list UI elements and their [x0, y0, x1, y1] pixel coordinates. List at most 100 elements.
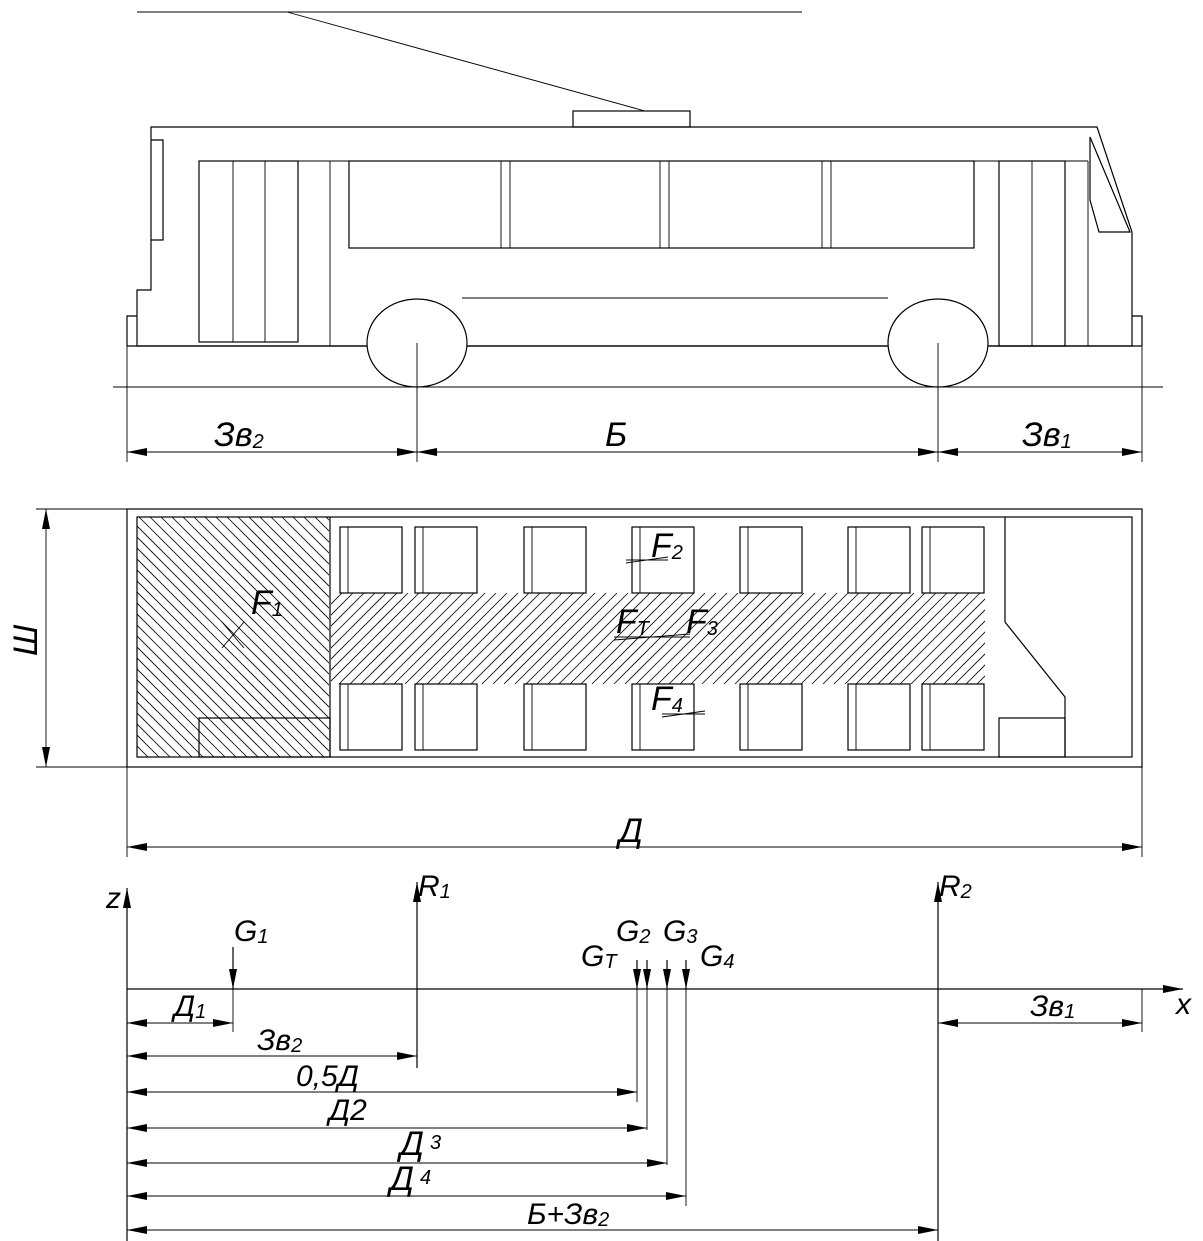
hatch-line [624, 593, 717, 684]
hatch-line [712, 593, 805, 684]
hatch-line [137, 547, 329, 741]
label-ft: FT [616, 603, 651, 641]
hatch-line [899, 593, 985, 684]
hatch-line [690, 593, 783, 684]
floor-outline-inner [136, 516, 1133, 758]
driver-box [998, 717, 1066, 758]
hatch-line [437, 593, 530, 684]
hatch-line [943, 593, 985, 684]
hatch-line [281, 517, 329, 565]
hatch-line [331, 593, 387, 684]
label-b-zv2: Б+Зв2 [527, 1198, 609, 1231]
hatch-line [137, 690, 204, 757]
label-length: Д [615, 812, 643, 850]
hatch-line [314, 517, 329, 532]
label-d2: Д2 [326, 1094, 367, 1127]
label-wheelbase: Б [605, 416, 627, 454]
hatch-line [657, 593, 750, 684]
seat [631, 683, 695, 751]
hatch-line [679, 593, 772, 684]
hatch-line [613, 593, 706, 684]
hatch-line [137, 679, 215, 757]
hatch-line [137, 558, 329, 752]
seat [739, 526, 803, 594]
label-front-overhang: Зв1 [1022, 416, 1072, 454]
seat [339, 683, 403, 751]
x-axis-label: x [1174, 988, 1192, 1021]
hatch-line [668, 593, 761, 684]
label-zv1: Зв1 [1030, 990, 1075, 1023]
label-g3: G3 [663, 915, 697, 948]
hatch-area-f1 [137, 517, 329, 757]
seat [921, 526, 985, 594]
seat [414, 526, 478, 594]
hatch-line [789, 593, 882, 684]
hatch-line [745, 593, 838, 684]
rear-window [151, 139, 164, 241]
hatch-line [137, 624, 270, 757]
label-f3: F3 [686, 603, 718, 641]
seats-top-row [339, 526, 985, 594]
hatch-line [635, 593, 728, 684]
hatch-line [149, 517, 329, 697]
hatch-line [844, 593, 937, 684]
hatch-line [767, 593, 860, 684]
hatch-line [723, 593, 816, 684]
hatch-line [877, 593, 970, 684]
label-g1: G1 [234, 915, 268, 948]
hatch-line [459, 593, 552, 684]
bus-body [136, 126, 1133, 347]
label-r2: R2 [939, 870, 972, 903]
windshield [1089, 136, 1131, 233]
seat [523, 683, 587, 751]
hatch-line [137, 525, 329, 719]
label-gt: GT [581, 940, 618, 973]
hatch-line [137, 613, 281, 757]
hatch-line [137, 701, 193, 757]
hatch-line [292, 517, 329, 554]
hatch-line [137, 668, 226, 757]
hatch-line [800, 593, 893, 684]
plan-view: F1 F2 FT F3 F4 Ш Д [7, 508, 1143, 857]
front-bumper [1132, 315, 1143, 346]
hatch-line [481, 593, 574, 684]
centroid-f1-marker [221, 621, 245, 649]
hatch-line [833, 593, 926, 684]
centroid-ft-marker [613, 633, 691, 641]
hatch-area-aisle [331, 593, 985, 684]
hatch-line [270, 517, 329, 576]
label-g4: G4 [700, 940, 734, 973]
hatch-line [976, 593, 985, 684]
trolley-pole [286, 11, 646, 112]
hatch-line [393, 593, 486, 684]
seats-bottom-row [339, 683, 985, 751]
seat [847, 683, 911, 751]
hatch-line [331, 593, 420, 684]
hatch-line [182, 517, 329, 664]
hatch-line [259, 517, 329, 587]
label-zv2: Зв2 [257, 1024, 302, 1057]
hatch-line [171, 517, 329, 675]
rear-door [198, 160, 299, 343]
side-windows [348, 160, 975, 249]
hatch-line [448, 593, 541, 684]
hatch-line [932, 593, 985, 684]
hatch-line [204, 517, 329, 642]
hatch-line [137, 712, 182, 757]
seat [339, 526, 403, 594]
label-f1: F1 [251, 584, 283, 622]
label-width: Ш [7, 624, 45, 656]
seat [739, 683, 803, 751]
label-rear-overhang: Зв2 [214, 416, 264, 454]
seat [414, 683, 478, 751]
hatch-line [137, 657, 237, 757]
hatch-line [160, 517, 329, 686]
hatch-line [492, 593, 585, 684]
rear-floor-box [198, 717, 331, 758]
label-f4: F4 [651, 680, 683, 718]
hatch-line [866, 593, 959, 684]
hatch-line [138, 517, 329, 708]
